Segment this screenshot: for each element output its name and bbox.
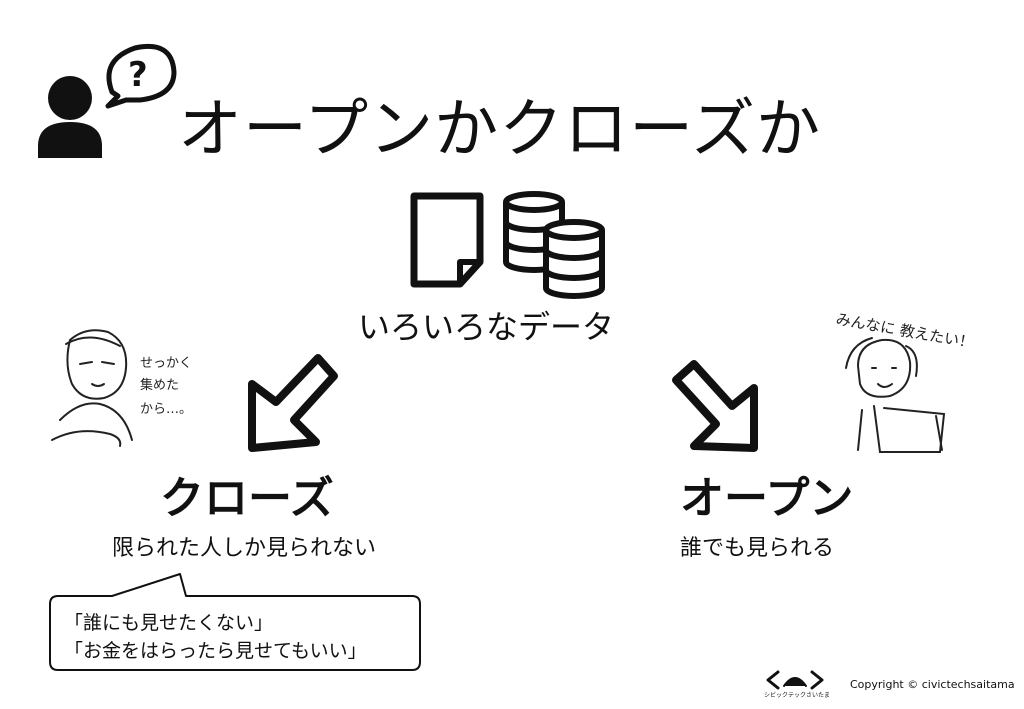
close-description: 限られた人しか見られない <box>112 536 377 561</box>
svg-text:?: ? <box>128 55 148 95</box>
tired-person-caption: 集めた <box>140 378 180 393</box>
page-title: オープンかクローズか <box>178 93 821 167</box>
tired-person-caption: から…。 <box>140 402 193 417</box>
tired-person-caption: せっかく <box>140 356 193 371</box>
arrow-down-right-icon <box>672 360 758 452</box>
document-icon <box>410 192 484 288</box>
tired-person-sketch <box>51 329 133 447</box>
close-bubble-line: 「お金をはらったら見せてもいい」 <box>64 640 367 662</box>
database-icon <box>503 191 605 299</box>
open-description: 誰でも見られる <box>680 536 835 561</box>
civictech-logo-icon <box>766 670 824 690</box>
copyright-text: Copyright © civictechsaitama <box>850 678 1015 691</box>
close-bubble-line: 「誰にも見せたくない」 <box>64 612 274 634</box>
person-question-icon: ? <box>38 44 177 158</box>
data-label: いろいろなデータ <box>358 308 615 346</box>
open-heading: オープン <box>680 473 854 524</box>
eager-person-sketch <box>845 337 946 453</box>
logo-text: シビックテックさいたま <box>764 692 830 699</box>
close-speech-bubble <box>49 573 421 671</box>
close-heading: クローズ <box>160 473 334 524</box>
arrow-down-left-icon <box>248 354 338 452</box>
